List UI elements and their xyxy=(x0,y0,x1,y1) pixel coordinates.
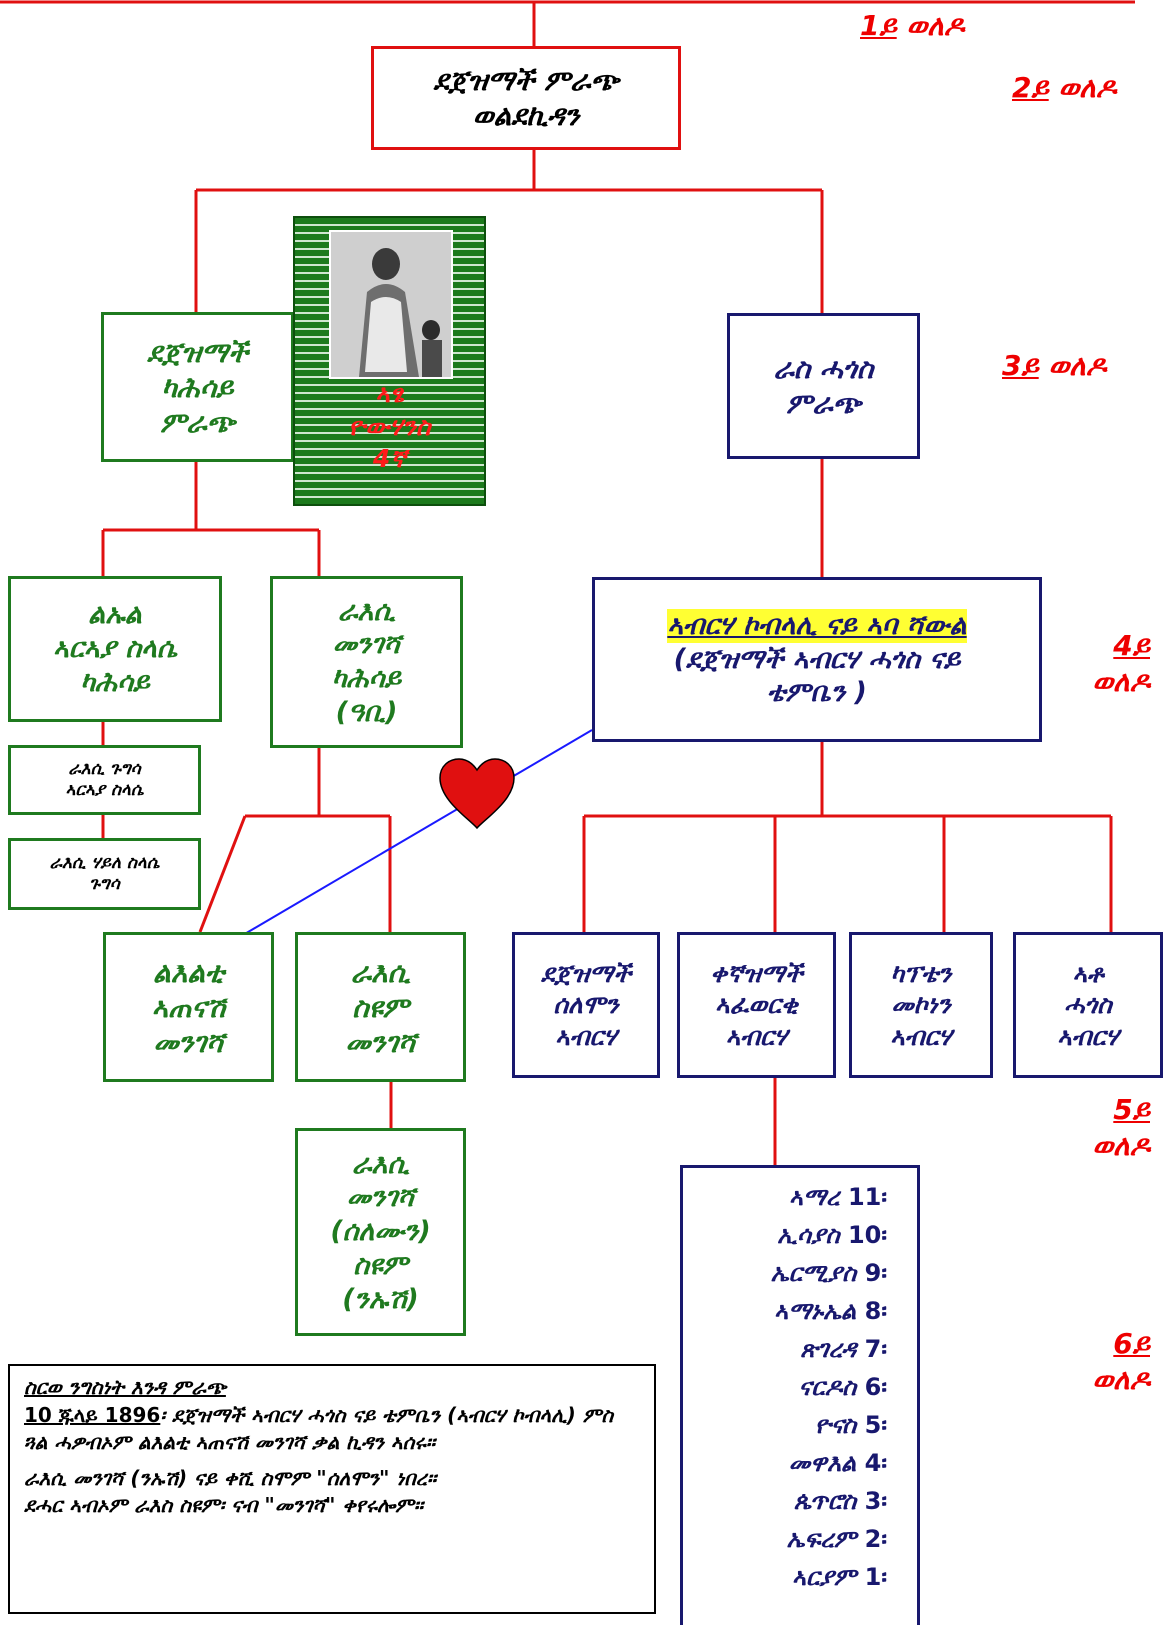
root-name-line1: ደጀዝማች ምራጭ xyxy=(433,64,619,97)
son-box-hagos: ኣቶ ሓጎስ ኣብርሃ xyxy=(1013,932,1163,1078)
list-item: ዮናስ 5፡ xyxy=(814,1411,887,1439)
princess-atenash-box: ልእልቲ ኣጠናሽ መንገሻ xyxy=(103,932,274,1082)
notes-heading: ስርወ ንግስነት እንዳ ምራጭ xyxy=(24,1375,226,1399)
heart-icon xyxy=(438,758,516,830)
list-item: ኢሳያስ 10፡ xyxy=(777,1221,887,1249)
emperor-caption: ኣፄ ዮውሃንስ 4ኛ xyxy=(348,379,431,473)
kahsay-box: ደጀዝማች ካሕሳይ ምራጭ xyxy=(101,312,294,462)
abreha-box: ኣብርሃ ኮብላሊ ናይ ኣባ ሻውል (ደጀዝማች ኣብርሃ ሓጎስ ናይ ቴ… xyxy=(592,577,1042,742)
son-box-afewerki: ቀኛዝማች ኣፈወርቂ ኣብርሃ xyxy=(677,932,836,1078)
son-box-mekonnen: ካፕቴን መኮነን ኣብርሃ xyxy=(849,932,993,1078)
list-item: ጴጥሮስ 3፡ xyxy=(793,1487,887,1515)
root-person-box: ደጀዝማች ምራጭ ወልደኪዳን xyxy=(371,46,681,150)
emperor-portrait-image xyxy=(329,230,453,379)
root-name-line2: ወልደኪዳን xyxy=(472,99,580,132)
son-box-solomon: ደጀዝማች ሰለሞን ኣብርሃ xyxy=(512,932,660,1078)
ras-hagos-box: ራስ ሓጎስ ምራጭ xyxy=(727,313,920,459)
ras-mengesha-younger-box: ራእሲ መንገሻ (ሰለሙን) ስዩም (ንኡሽ) xyxy=(295,1128,466,1336)
generation-label-2: 2ይ ወለዶ xyxy=(1012,71,1117,104)
list-item: ኣማረ 11፡ xyxy=(788,1183,887,1211)
list-item: ኣርያም 1፡ xyxy=(792,1563,887,1591)
grandchildren-list: ኣማረ 11፡ ኢሳያስ 10፡ ኤርሚያስ 9፡ ኣማኑኤል 8፡ ጽገረዳ … xyxy=(680,1165,920,1625)
lual-araya-box: ልኡል ኣርኣያ ስላሴ ካሕሳይ xyxy=(8,576,222,722)
list-item: ኤፍረም 2፡ xyxy=(786,1525,887,1553)
generation-label-1: 1ይ ወለዶ xyxy=(860,9,965,42)
notes-date: 10 ጁላይ 1896 xyxy=(24,1402,161,1427)
list-item: ኤርሚያስ 9፡ xyxy=(770,1259,887,1287)
generation-label-3: 3ይ ወለዶ xyxy=(1002,349,1107,382)
emperor-photo-card: ኣፄ ዮውሃንስ 4ኛ xyxy=(293,216,486,506)
list-item: ናርዶስ 6፡ xyxy=(798,1373,887,1401)
list-item: መዋእል 4፡ xyxy=(788,1449,887,1477)
ras-mengesha-box: ራእሲ መንገሻ ካሕሳይ (ዓቢ) xyxy=(270,576,463,748)
gugsa-box: ራእሲ ጉግሳ ኣርኣያ ስላሴ xyxy=(8,745,201,815)
abreha-title: ኣብርሃ ኮብላሊ ናይ ኣባ ሻውል xyxy=(667,608,967,643)
haile-selassie-gugsa-box: ራእሲ ሃይለ ስላሴ ጉግሳ xyxy=(8,838,201,910)
notes-box: ስርወ ንግስነት እንዳ ምራጭ 10 ጁላይ 1896፡ ደጀዝማች ኣብር… xyxy=(8,1364,656,1614)
list-item: ጽገረዳ 7፡ xyxy=(800,1335,887,1363)
ras-seyum-box: ራእሲ ስዩም መንገሻ xyxy=(295,932,466,1082)
list-item: ኣማኑኤል 8፡ xyxy=(774,1297,887,1325)
